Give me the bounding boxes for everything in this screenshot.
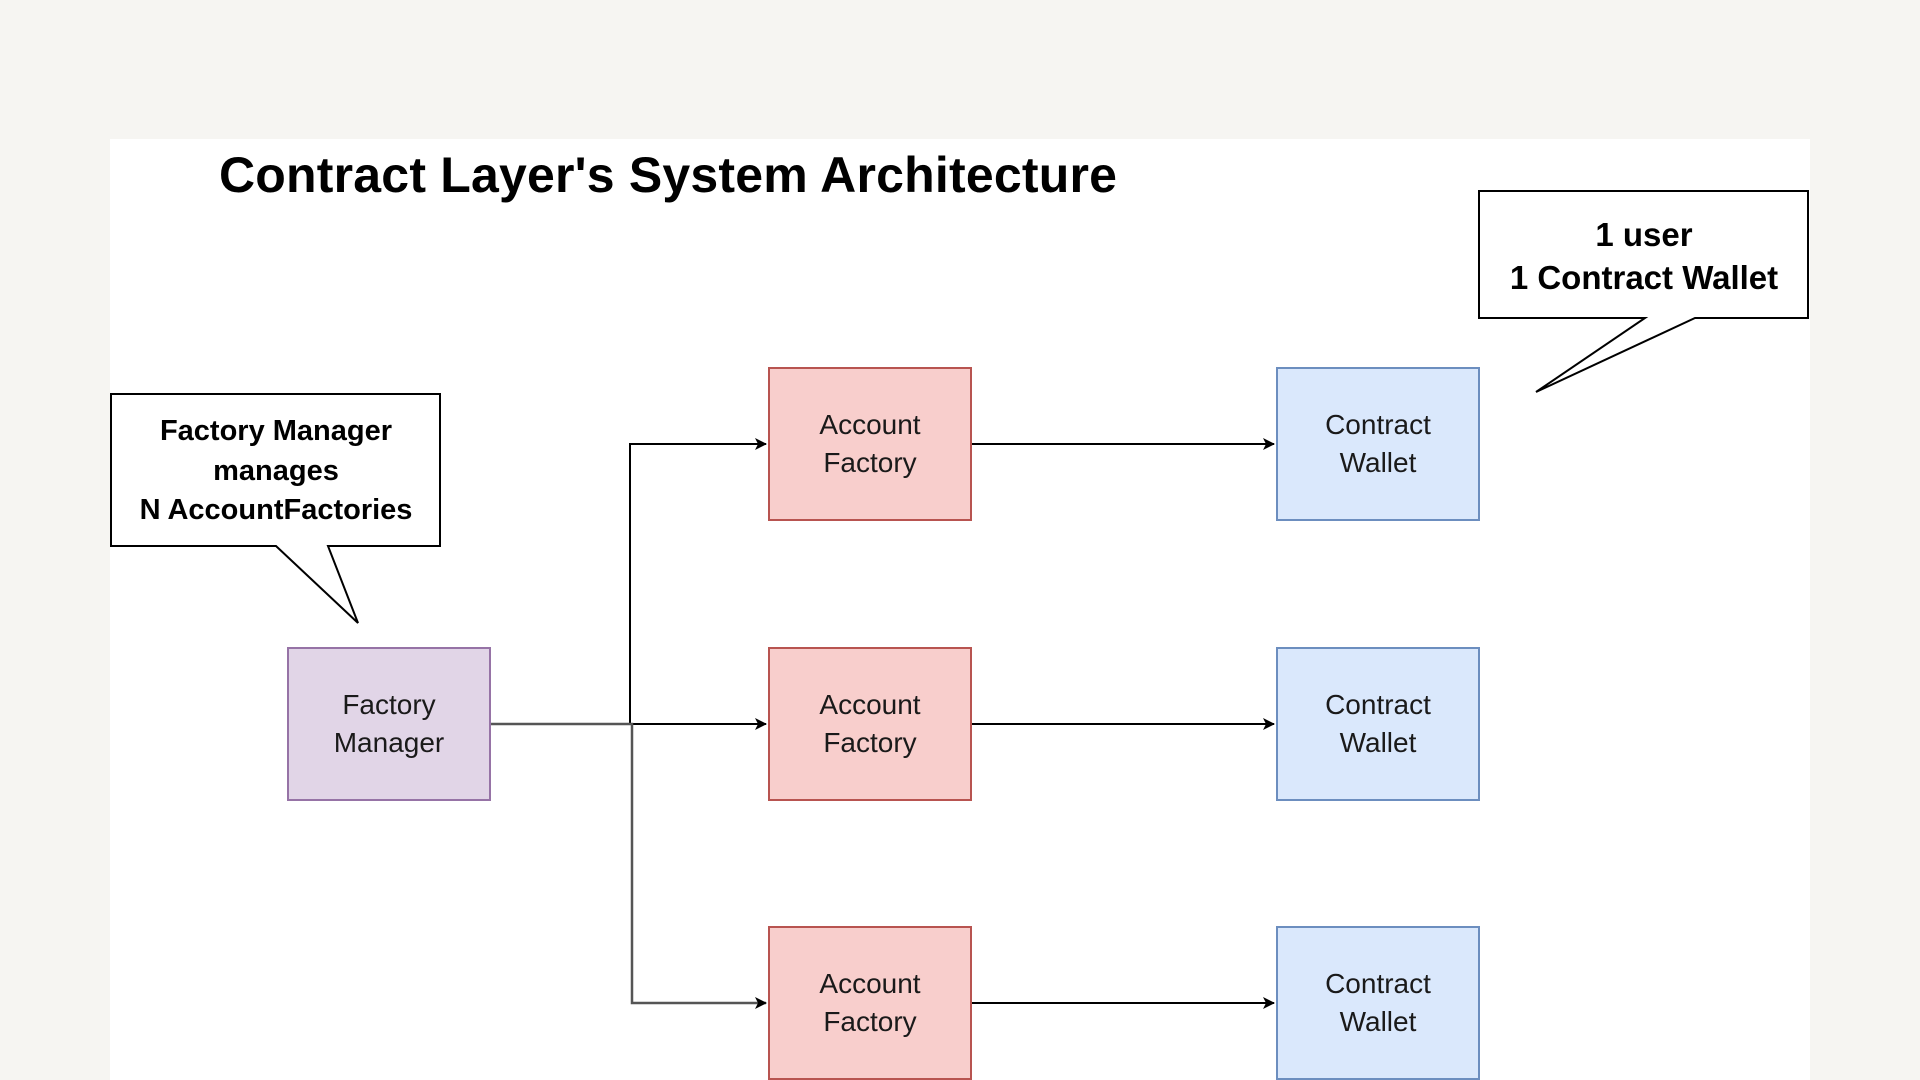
contract-wallet-node-3[interactable]: Contract Wallet — [1276, 926, 1480, 1080]
contract-wallet-label: Contract Wallet — [1325, 968, 1431, 1037]
factory-manager-note: Factory Manager manages N AccountFactori… — [139, 415, 413, 526]
account-factory-node-1[interactable]: Account Factory — [768, 367, 972, 521]
edge-fm-af3 — [491, 722, 767, 1009]
contract-wallet-node-1[interactable]: Contract Wallet — [1276, 367, 1480, 521]
wallet-note: 1 user 1 Contract Wallet — [1509, 216, 1779, 296]
diagram-title: Contract Layer's System Architecture — [219, 147, 1118, 203]
contract-wallet-label: Contract Wallet — [1325, 689, 1431, 758]
factory-manager-node[interactable]: Factory Manager — [287, 647, 491, 801]
callout-right-bubble — [1478, 190, 1809, 393]
contract-wallet-node-2[interactable]: Contract Wallet — [1276, 647, 1480, 801]
contract-wallet-label: Contract Wallet — [1325, 409, 1431, 478]
account-factory-label: Account Factory — [819, 689, 921, 758]
account-factory-label: Account Factory — [819, 409, 921, 478]
edge-fm-af1 — [491, 438, 767, 725]
callout-left-bubble — [110, 393, 441, 624]
account-factory-node-3[interactable]: Account Factory — [768, 926, 972, 1080]
factory-manager-label: Factory Manager — [333, 689, 445, 758]
account-factory-label: Account Factory — [819, 968, 921, 1037]
account-factory-node-2[interactable]: Account Factory — [768, 647, 972, 801]
